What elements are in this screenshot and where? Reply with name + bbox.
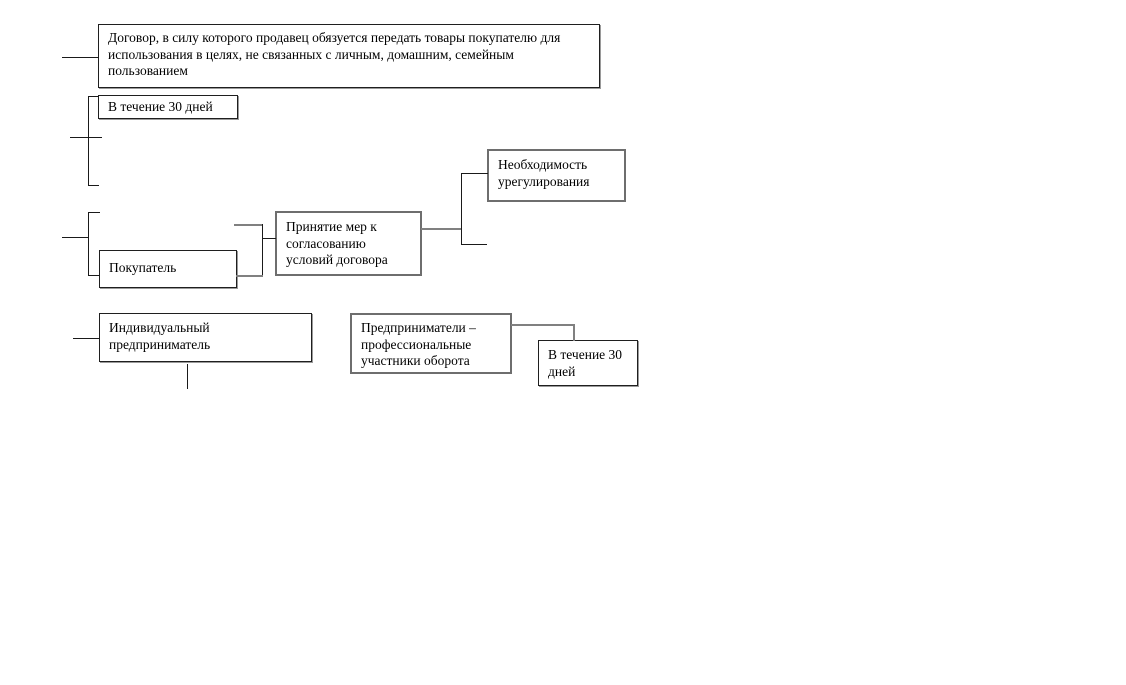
connector-line-contract-feeder (62, 57, 99, 58)
connector-line-individual-feeder (73, 338, 100, 339)
connector-line-bracket1-cross (70, 137, 102, 138)
connector-line-measures-out (421, 228, 462, 230)
connector-line-bracket2-vertical (88, 212, 89, 276)
connector-line-buyer-top (234, 224, 263, 226)
connector-line-individual-stub (187, 364, 188, 389)
connector-line-into-measures (262, 238, 276, 239)
connector-line-need-vertical (461, 173, 462, 245)
connector-line-professionals-out (511, 324, 575, 326)
connector-line-bracket1-bottom (88, 185, 99, 186)
node-need-settlement: Необходимость урегулирования (487, 149, 626, 202)
connector-line-bracket2-bottom (88, 275, 100, 276)
node-individual-entrepreneur: Индивидуальный предприниматель (99, 313, 312, 362)
connector-line-professionals-down (573, 324, 575, 341)
node-measures-to-agree: Принятие мер к согласованию условий дого… (275, 211, 422, 276)
node-within-30-days-top: В течение 30 дней (98, 95, 238, 119)
node-contract: Договор, в силу которого продавец обязуе… (98, 24, 600, 88)
connector-line-bracket2-top (88, 212, 100, 213)
connector-line-need-stub (461, 244, 487, 245)
connector-line-bracket2-feeder (62, 237, 89, 238)
connector-line-bracket1-top (88, 96, 99, 97)
connector-line-bracket1-vertical (88, 96, 89, 186)
connector-line-buyer-bottom (236, 275, 263, 277)
node-professional-participants: Предприниматели – профессиональные участ… (350, 313, 512, 374)
node-within-30-days-bottom: В течение 30 дней (538, 340, 638, 386)
connector-line-into-need (461, 173, 488, 174)
connector-line-buyer-vertical (262, 224, 263, 276)
node-buyer: Покупатель (99, 250, 237, 288)
